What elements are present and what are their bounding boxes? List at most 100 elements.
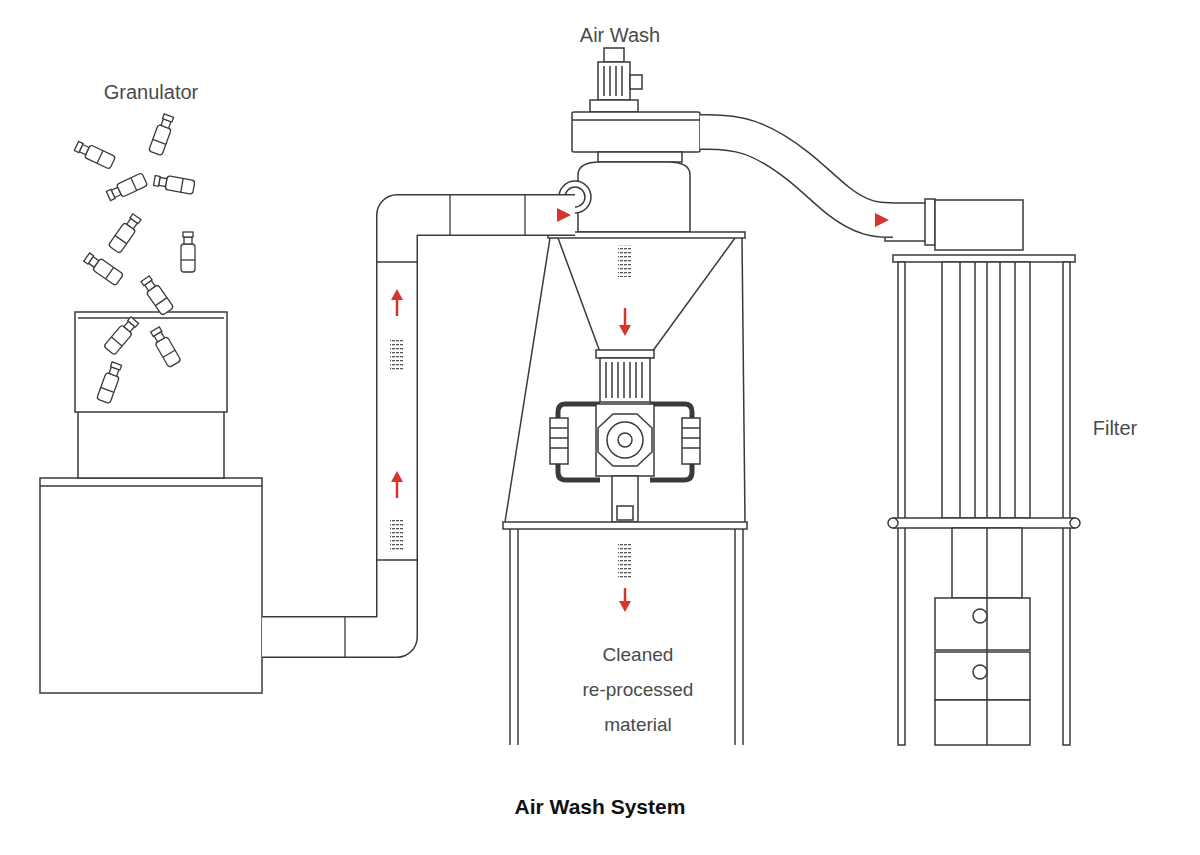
part-label: Granulator bbox=[40, 80, 262, 104]
air-wash-unit-part bbox=[742, 238, 745, 522]
air-wash-unit-part bbox=[603, 66, 605, 96]
air-wash-unit-part bbox=[617, 506, 633, 520]
filter-unit-part bbox=[986, 262, 988, 518]
material-particles-part bbox=[390, 518, 404, 552]
material-particles-part bbox=[618, 542, 632, 578]
air-wash-unit-part bbox=[572, 119, 700, 121]
air-wash-unit-part bbox=[572, 112, 700, 152]
bottle-symbols-part-part bbox=[130, 214, 141, 224]
filter-unit-part bbox=[1070, 518, 1080, 528]
air-wash-unit-part bbox=[630, 75, 642, 89]
duct-seams-part bbox=[376, 261, 418, 262]
bottle-symbols-part-part bbox=[141, 276, 152, 286]
filter-unit-part bbox=[973, 609, 987, 623]
bottle-symbols-part bbox=[149, 113, 176, 155]
bottle-symbols-part bbox=[73, 140, 115, 170]
bottle-symbols-part bbox=[139, 275, 173, 316]
air-wash-unit-part bbox=[604, 48, 624, 62]
duct-seams-part bbox=[524, 194, 525, 236]
bottle-symbols-part-part bbox=[183, 232, 193, 237]
flow-arrows-part bbox=[396, 480, 399, 498]
bottle-symbols-part-part bbox=[84, 253, 94, 264]
duct-outline bbox=[700, 132, 893, 220]
air-wash-unit-part bbox=[550, 437, 568, 439]
flow-arrows-part bbox=[391, 471, 403, 482]
flow-arrows-part bbox=[619, 601, 631, 612]
duct-seams-part bbox=[344, 616, 345, 658]
air-wash-unit-part bbox=[617, 362, 619, 398]
bottle-symbols-part-part bbox=[153, 139, 166, 144]
air-wash-unit-part bbox=[742, 529, 744, 745]
duct-seams bbox=[345, 194, 525, 658]
air-wash-unit-part bbox=[548, 232, 745, 238]
filter-unit-part bbox=[935, 700, 1030, 745]
air-wash-unit-part bbox=[598, 152, 682, 162]
bottle-symbols-part bbox=[153, 174, 195, 195]
filter-unit-part bbox=[925, 199, 935, 245]
air-wash-unit-part bbox=[590, 100, 638, 112]
duct-seams-part bbox=[376, 559, 418, 560]
duct-outline bbox=[262, 215, 575, 637]
material-particles-part bbox=[618, 245, 632, 277]
air-wash-unit-part bbox=[578, 162, 690, 232]
air-wash-unit-part bbox=[682, 437, 700, 439]
flow-arrows-part bbox=[396, 298, 399, 316]
air-wash-unit-part bbox=[611, 362, 613, 398]
bottle-symbols-part-part bbox=[165, 176, 195, 195]
bottle-symbols-part-part bbox=[111, 337, 122, 346]
filter-unit-part bbox=[935, 200, 1023, 250]
air-wash-unit-part bbox=[612, 476, 638, 522]
air-wash-unit-part bbox=[682, 427, 700, 429]
filter-unit-part bbox=[973, 665, 987, 679]
air-wash-unit-part bbox=[682, 447, 700, 449]
bottle-symbols-part-part bbox=[184, 237, 192, 244]
air-wash-unit-part bbox=[558, 238, 600, 352]
air-wash-unit-part bbox=[598, 62, 630, 100]
bottle-symbols-part-part bbox=[101, 387, 114, 392]
bottle-symbols-part bbox=[181, 232, 195, 272]
filter-unit-part bbox=[935, 598, 1030, 650]
air-wash-unit-part bbox=[550, 418, 568, 464]
filter-unit-part bbox=[986, 528, 988, 598]
air-wash-unit-part bbox=[600, 358, 650, 402]
filter-unit-part bbox=[952, 528, 1022, 598]
bottle-symbols-part-part bbox=[106, 189, 115, 200]
filter-unit-part bbox=[942, 262, 1030, 518]
flow-arrows-part bbox=[619, 325, 631, 336]
air-wash-unit-part bbox=[618, 433, 632, 447]
duct-interior bbox=[262, 215, 575, 637]
bottle-symbols-part bbox=[108, 213, 142, 254]
duct-seams-part bbox=[449, 194, 450, 236]
bottle-symbols-part-part bbox=[155, 298, 166, 306]
air-wash-unit-part bbox=[615, 66, 617, 96]
air-wash-unit-part bbox=[607, 422, 643, 458]
filter-unit-part bbox=[888, 518, 898, 528]
air-wash-unit-part bbox=[629, 362, 631, 398]
air-wash-unit-part bbox=[503, 522, 747, 529]
flow-arrowhead bbox=[557, 208, 571, 222]
air-wash-unit-part bbox=[734, 529, 736, 745]
filter-unit-part bbox=[893, 255, 1075, 262]
flow-arrows bbox=[391, 289, 631, 612]
air-wash-unit-part bbox=[635, 362, 637, 398]
air-wash-unit-part bbox=[652, 238, 735, 352]
bottle-symbols-part-part bbox=[149, 124, 172, 155]
air-wash-unit-part bbox=[550, 427, 568, 429]
part-label: Filter bbox=[1075, 416, 1155, 440]
bottle-symbols-part-part bbox=[162, 114, 173, 122]
air-wash-unit-part bbox=[605, 362, 607, 398]
granulator-machine bbox=[40, 312, 262, 693]
air-wash-unit-part bbox=[505, 238, 550, 522]
air-wash-unit-part bbox=[550, 447, 568, 449]
bottle-symbols-part-part bbox=[163, 350, 175, 357]
granulator-machine-part bbox=[40, 478, 262, 693]
flow-arrows-part bbox=[624, 308, 627, 326]
air-wash-unit-part bbox=[596, 350, 654, 358]
granulator-machine-part bbox=[78, 317, 224, 319]
bottle-symbols-part-part bbox=[181, 178, 183, 192]
air-wash-unit-part bbox=[517, 529, 519, 745]
